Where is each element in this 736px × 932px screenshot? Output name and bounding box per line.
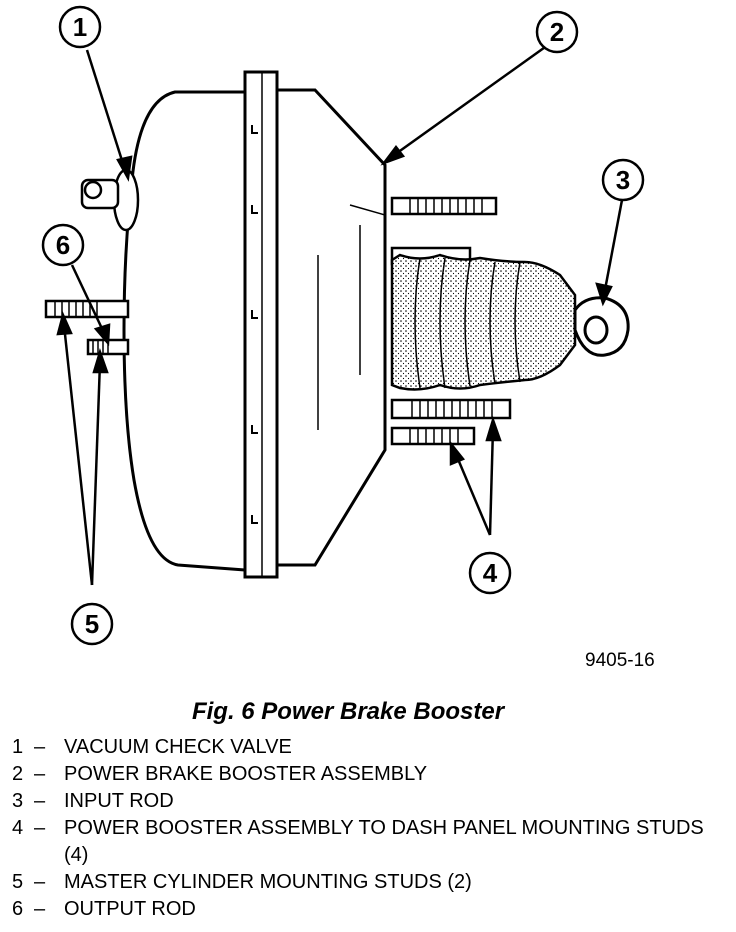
svg-text:3: 3 <box>616 165 630 195</box>
legend-number: 1 <box>12 736 24 758</box>
legend-dash: – <box>34 871 46 893</box>
legend-dash: – <box>34 898 46 920</box>
callout-1: 1 <box>58 5 102 49</box>
legend-text: VACUUM CHECK VALVE <box>64 736 292 758</box>
legend-dash: – <box>34 763 46 785</box>
leader-lines <box>56 43 624 586</box>
input-rod-eyelet <box>573 296 630 357</box>
booster-front-shell <box>122 90 247 572</box>
dash-panel-studs <box>390 196 512 446</box>
svg-text:4: 4 <box>483 558 498 588</box>
master-cylinder-stud <box>44 299 130 319</box>
legend-dash: – <box>34 736 46 758</box>
svg-text:6: 6 <box>56 230 70 260</box>
svg-text:1: 1 <box>73 12 87 42</box>
legend-number: 6 <box>12 898 24 920</box>
legend-dash: – <box>34 790 46 812</box>
legend-text: INPUT ROD <box>64 790 174 812</box>
callout-4: 4 <box>468 551 512 595</box>
output-rod <box>86 338 130 356</box>
vacuum-check-valve <box>80 168 140 232</box>
legend-item: 1 – VACUUM CHECK VALVE <box>12 734 727 761</box>
brake-booster-diagram: 1 2 3 4 5 6 <box>41 5 645 646</box>
legend-number: 3 <box>12 790 24 812</box>
legend-dash: – <box>34 817 46 839</box>
svg-text:5: 5 <box>85 609 99 639</box>
legend-text: OUTPUT ROD <box>64 898 196 920</box>
legend-item: 5 – MASTER CYLINDER MOUNTING STUDS (2) <box>12 869 727 896</box>
booster-flange <box>243 70 279 579</box>
svg-text:2: 2 <box>550 17 564 47</box>
legend-item: 4 – POWER BOOSTER ASSEMBLY TO DASH PANEL… <box>12 815 727 869</box>
legend-number: 5 <box>12 871 24 893</box>
legend-text: POWER BRAKE BOOSTER ASSEMBLY <box>64 763 428 785</box>
legend-item: 6 – OUTPUT ROD <box>12 896 727 923</box>
legend-item: 2 – POWER BRAKE BOOSTER ASSEMBLY <box>12 761 727 788</box>
legend-item: 3 – INPUT ROD <box>12 788 727 815</box>
booster-rear-housing <box>275 88 387 567</box>
legend-text: MASTER CYLINDER MOUNTING STUDS (2) <box>64 871 472 893</box>
legend-text: POWER BOOSTER ASSEMBLY TO DASH PANEL MOU… <box>64 817 704 866</box>
legend-number: 2 <box>12 763 24 785</box>
figure-id: 9405-16 <box>585 650 655 671</box>
callout-2: 2 <box>535 10 579 54</box>
callout-5: 5 <box>70 602 114 646</box>
legend-number: 4 <box>12 817 24 839</box>
callout-6: 6 <box>41 223 85 267</box>
input-rod-boot <box>390 253 577 391</box>
legend: 1 – VACUUM CHECK VALVE 2 – POWER BRAKE B… <box>12 734 727 923</box>
figure-caption: Fig. 6 Power Brake Booster <box>191 698 505 725</box>
callout-3: 3 <box>601 158 645 202</box>
